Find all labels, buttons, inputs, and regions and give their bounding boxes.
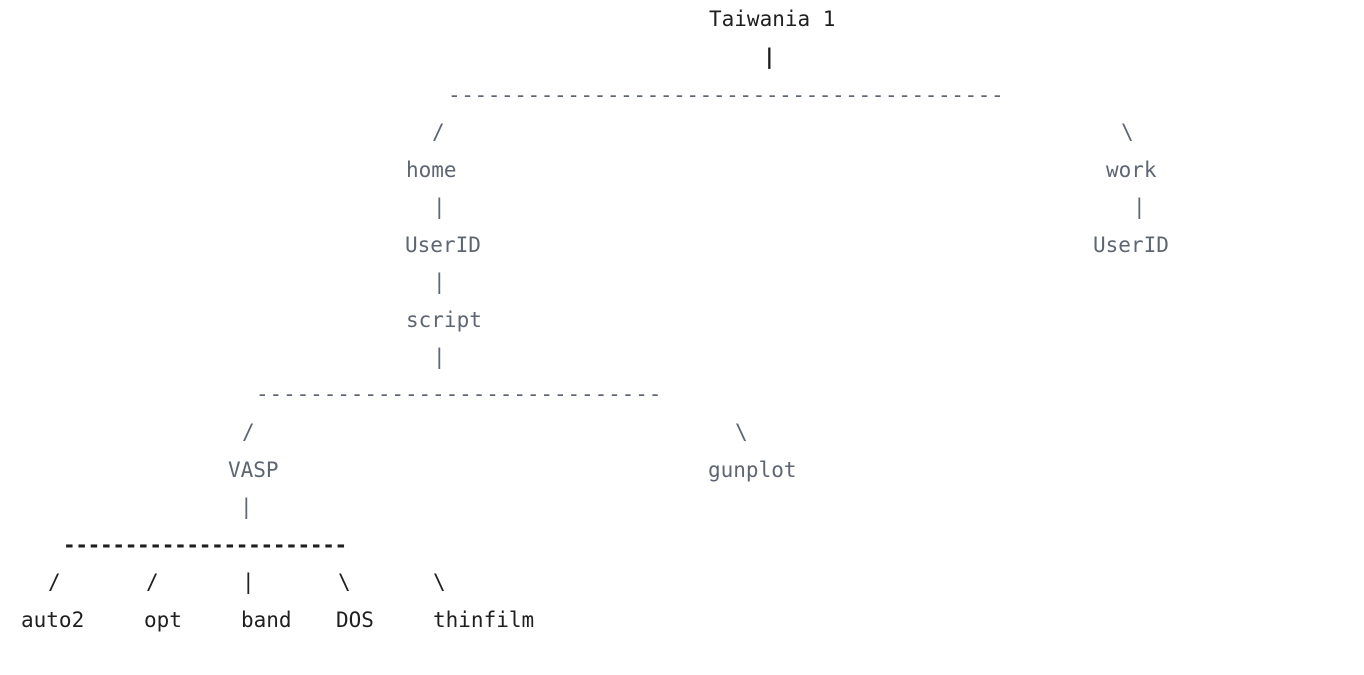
home-userid-node-label: UserID bbox=[405, 233, 481, 257]
gunplot-backslash-connector: \ bbox=[735, 420, 748, 444]
root-node-label: Taiwania 1 bbox=[709, 7, 836, 31]
gunplot-node-label: gunplot bbox=[708, 458, 797, 482]
top-branch-rule: ----------------------------------------… bbox=[448, 83, 1005, 107]
vasp-slash-connector: / bbox=[242, 420, 255, 444]
auto2-slash-connector: / bbox=[48, 570, 61, 594]
band-pipe-connector: | bbox=[242, 570, 255, 594]
vasp-connector-pipe: | bbox=[240, 495, 253, 519]
script-branch-rule: ------------------------------ bbox=[256, 382, 663, 406]
work-connector-pipe: | bbox=[1133, 195, 1146, 219]
root-connector-pipe: | bbox=[763, 45, 776, 69]
home-node-label: home bbox=[406, 158, 457, 182]
auto2-node-label: auto2 bbox=[21, 608, 85, 632]
vasp-node-label: VASP bbox=[228, 458, 279, 482]
work-node-label: work bbox=[1106, 158, 1157, 182]
opt-slash-connector: / bbox=[146, 570, 159, 594]
work-backslash-connector: \ bbox=[1121, 120, 1134, 144]
dos-node-label: DOS bbox=[336, 608, 374, 632]
home-slash-connector: / bbox=[432, 120, 445, 144]
script-node-label: script bbox=[406, 308, 482, 332]
vasp-branch-rule: ----------------------- bbox=[63, 533, 347, 557]
dos-backslash-connector: \ bbox=[338, 570, 351, 594]
thinfilm-node-label: thinfilm bbox=[433, 608, 535, 632]
home-connector-pipe: | bbox=[433, 195, 446, 219]
thinfilm-backslash-connector: \ bbox=[433, 570, 446, 594]
work-userid-node-label: UserID bbox=[1093, 233, 1169, 257]
userid-connector-pipe: | bbox=[433, 270, 446, 294]
band-node-label: band bbox=[241, 608, 292, 632]
script-connector-pipe: | bbox=[433, 345, 446, 369]
opt-node-label: opt bbox=[144, 608, 182, 632]
